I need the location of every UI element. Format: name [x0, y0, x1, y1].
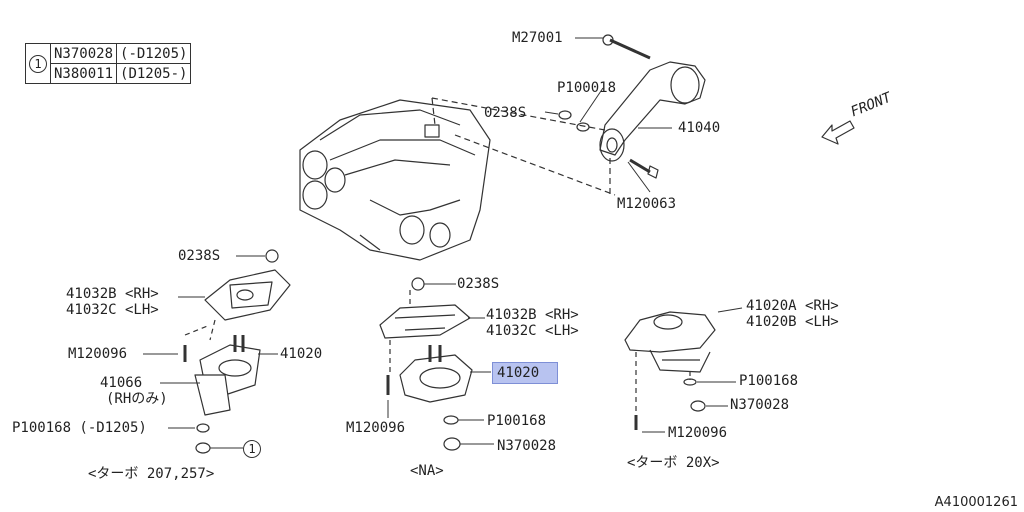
legend-part: N380011: [49, 63, 118, 84]
legend-range: (D1205-): [116, 63, 192, 84]
label-41020a-right[interactable]: 41020A <RH>: [746, 298, 839, 314]
highlighted-part-41020[interactable]: 41020: [492, 362, 558, 384]
left-mount-assembly: [183, 249, 291, 454]
circle-ref-marker: 1: [243, 440, 261, 458]
caption-turbo-207-257: <ターボ 207,257>: [88, 466, 215, 482]
label-41020-center: 41020: [497, 365, 540, 381]
pitching-stopper: [558, 34, 706, 179]
caption-turbo-20x: <ターボ 20X>: [627, 455, 720, 471]
legend-row: 1 N370028 (-D1205): [25, 43, 192, 84]
label-m120096-center[interactable]: M120096: [346, 420, 406, 436]
label-m120063[interactable]: M120063: [617, 196, 677, 212]
label-p100168-center[interactable]: P100168: [487, 413, 547, 429]
circle-marker-icon: 1: [243, 440, 261, 458]
label-41032c-left[interactable]: 41032C <LH>: [66, 302, 159, 318]
label-41032b-center[interactable]: 41032B <RH>: [486, 307, 579, 323]
right-mount-assembly: [624, 311, 716, 430]
legend-marker-cell: 1: [25, 43, 51, 84]
legend-part: N370028: [49, 43, 118, 64]
assembly-lines-top: [431, 97, 616, 196]
reference-code: A410001261: [934, 495, 1018, 510]
legend-range: (-D1205): [116, 43, 192, 64]
label-41066-note: (RHのみ): [106, 391, 168, 407]
label-n370028-right[interactable]: N370028: [730, 397, 790, 413]
label-0238s-top[interactable]: 0238S: [484, 105, 527, 121]
label-41020-left[interactable]: 41020: [280, 346, 323, 362]
circle-marker-icon: 1: [29, 54, 47, 73]
front-arrow-icon: [821, 120, 855, 145]
label-41066[interactable]: 41066: [100, 375, 143, 391]
center-mount-assembly: [379, 277, 473, 451]
label-p100168-right[interactable]: P100168: [739, 373, 799, 389]
engine-block: [299, 99, 491, 261]
label-m120096-left[interactable]: M120096: [68, 346, 128, 362]
label-n370028-center[interactable]: N370028: [497, 438, 557, 454]
label-41032b-left[interactable]: 41032B <RH>: [66, 286, 159, 302]
caption-na: <NA>: [410, 463, 444, 479]
label-m27001[interactable]: M27001: [512, 30, 563, 46]
label-41040[interactable]: 41040: [678, 120, 721, 136]
label-0238s-left[interactable]: 0238S: [178, 248, 221, 264]
label-p100168-left[interactable]: P100168 (-D1205): [12, 420, 147, 436]
label-41020b-right[interactable]: 41020B <LH>: [746, 314, 839, 330]
legend-table: 1 N370028 (-D1205) N380011 (D1205-): [25, 43, 192, 84]
label-0238s-center[interactable]: 0238S: [457, 276, 500, 292]
legend-row: N380011 (D1205-): [26, 63, 192, 84]
label-p100018[interactable]: P100018: [557, 80, 617, 96]
label-m120096-right[interactable]: M120096: [668, 425, 728, 441]
label-41032c-center[interactable]: 41032C <LH>: [486, 323, 579, 339]
leader-lines: [143, 37, 743, 449]
